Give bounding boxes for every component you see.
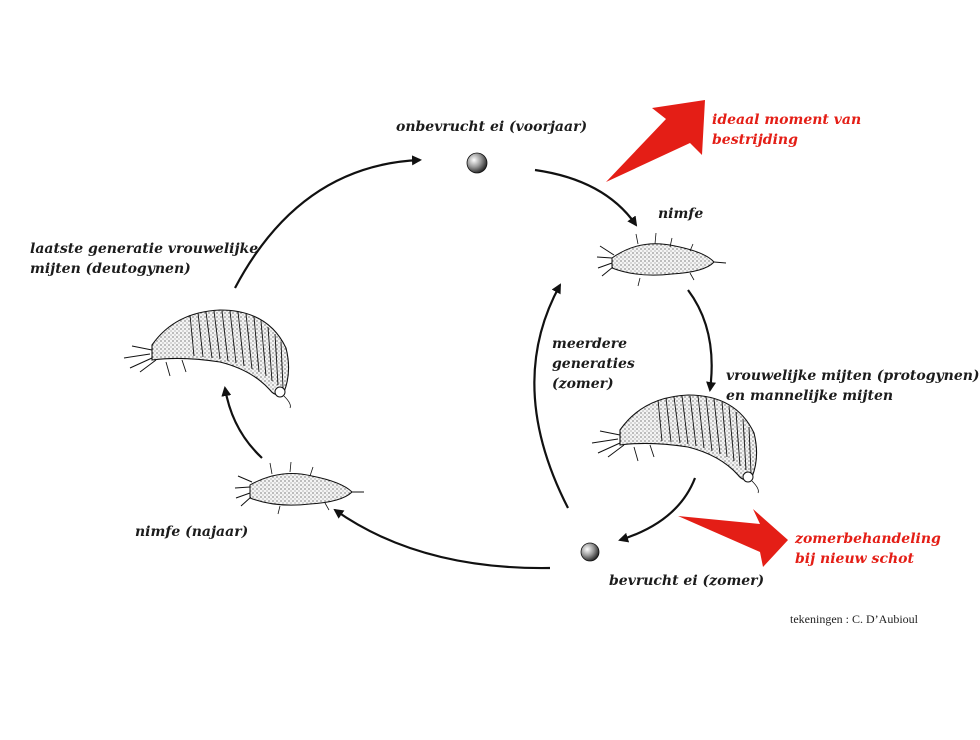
drawing-credit: tekeningen : C. D’Aubioul [790,612,918,626]
arrow-deutogyne-to-egg [234,155,422,289]
label-females-males: vrouwelijke mijten (protogynen) en manne… [726,366,980,406]
unfertilized-egg-drawing [466,152,488,174]
label-females-line-2: en mannelijke mijten [726,388,894,404]
callout-summer-treatment: zomerbehandeling bij nieuw schot [795,529,941,569]
label-females-line-1: vrouwelijke mijten (protogynen) [726,368,980,384]
protogyne-mite-drawing [591,394,759,494]
ideal-moment-red-arrow [606,100,705,182]
label-fertilized-egg: bevrucht ei (zomer) [609,573,765,589]
label-multiple-generations: meerdere generaties (zomer) [552,334,635,394]
arrow-protogyne-to-fertilized-egg [618,477,697,543]
label-nymph-autumn: nimfe (najaar) [135,524,249,540]
label-nymph-spring: nimfe [658,206,704,222]
summer-treatment-red-arrow [678,509,788,567]
callout-summer-treatment-line-2: bij nieuw schot [795,551,914,567]
arrow-nymph-to-protogyne [687,289,717,392]
label-last-generation: laatste generatie vrouwelijke mijten (de… [30,239,258,279]
arrow-nymph-autumn-to-deutogyne [221,386,263,459]
fertilized-egg-drawing [580,542,600,562]
callout-ideal-moment: ideaal moment van bestrijding [712,110,861,150]
label-multiple-generations-line-2: generaties [552,356,635,372]
label-last-generation-line-1: laatste generatie vrouwelijke [30,241,259,257]
arrow-summer-generations [533,283,569,509]
callout-ideal-moment-line-1: ideaal moment van [712,112,862,128]
deutogyne-mite-drawing [123,309,291,409]
label-multiple-generations-line-1: meerdere [552,336,627,352]
label-multiple-generations-line-3: (zomer) [552,376,614,392]
arrow-fertilized-egg-to-nymph-autumn [333,508,551,570]
label-unfertilized-egg: onbevrucht ei (voorjaar) [396,119,588,135]
arrow-egg-to-nymph [534,168,638,227]
nymph-spring-drawing [596,232,727,287]
callout-ideal-moment-line-2: bestrijding [712,132,798,148]
nymph-autumn-drawing [234,461,364,515]
callout-summer-treatment-line-1: zomerbehandeling [795,531,941,547]
label-last-generation-line-2: mijten (deutogynen) [30,261,191,277]
